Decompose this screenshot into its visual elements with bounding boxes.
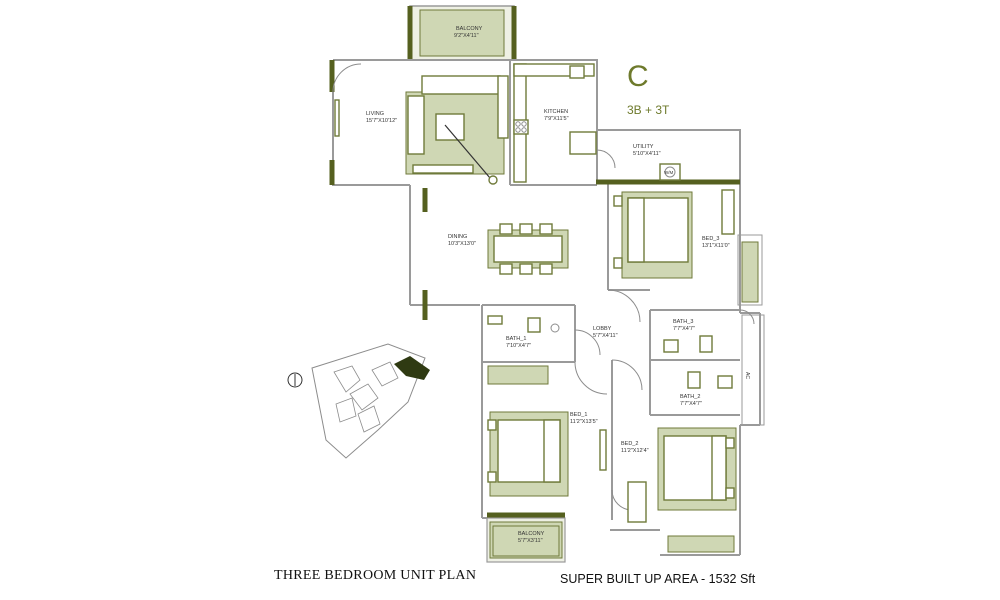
ac-label: AC <box>744 372 750 379</box>
living-name: LIVING <box>366 111 384 117</box>
bath1-dim: 7'10"X4'7" <box>506 343 531 349</box>
balcony-bottom-dim: 5'7"X3'11" <box>518 538 543 544</box>
utility-dim: 5'10"X4'11" <box>633 151 661 157</box>
bed2-name: BED_2 <box>621 441 638 447</box>
utility-name: UTILITY <box>633 144 654 150</box>
dining-dim: 10'3"X13'0" <box>448 241 476 247</box>
bed3-furniture <box>613 189 759 303</box>
site-key-plan-icon <box>311 343 430 459</box>
balcony-top-name: BALCONY <box>456 26 483 32</box>
area-label: SUPER BUILT UP AREA - 1532 Sft <box>560 572 756 586</box>
balcony-top-dim: 9'2"X4'11" <box>454 33 479 39</box>
balcony-bottom-name: BALCONY <box>518 531 545 537</box>
kitchen-name: KITCHEN <box>544 109 568 115</box>
bath-fixtures <box>487 315 733 389</box>
unit-code: C <box>627 60 649 93</box>
bed3-name: BED_3 <box>702 236 719 242</box>
unit-type-label: 3B + 3T <box>627 103 670 117</box>
interior-walls <box>482 60 740 520</box>
kitchen-furniture <box>513 63 681 183</box>
dining-furniture <box>487 223 569 275</box>
balcony-plants <box>419 9 560 557</box>
bed1-furniture <box>487 411 569 559</box>
kitchen-dim: 7'9"X11'5" <box>544 116 569 122</box>
living-furniture <box>334 75 509 185</box>
lobby-name: LOBBY <box>593 326 612 332</box>
bath1-name: BATH_1 <box>506 336 526 342</box>
washing-machine-label: W/M <box>664 170 673 175</box>
bath2-dim: 7'7"X4'7" <box>680 401 702 407</box>
lobby-dim: 5'7"X4'11" <box>593 333 618 339</box>
dining-name: DINING <box>448 234 467 240</box>
bed2-furniture <box>599 427 737 553</box>
bath3-name: BATH_3 <box>673 319 693 325</box>
bed1-dim: 11'2"X13'5" <box>570 419 598 425</box>
bath2-name: BATH_2 <box>680 394 700 400</box>
plan-title: THREE BEDROOM UNIT PLAN <box>274 568 477 583</box>
bath3-dim: 7'7"X4'7" <box>673 326 695 332</box>
north-arrow-icon <box>287 372 303 388</box>
bed1-name: BED_1 <box>570 412 587 418</box>
bed3-dim: 13'1"X11'0" <box>702 243 730 249</box>
room-labels: BALCONY 9'2"X4'11" LIVING 15'7"X10'12" K… <box>366 26 750 544</box>
doors <box>332 63 755 511</box>
living-dim: 15'7"X10'12" <box>366 118 397 124</box>
bed2-dim: 11'2"X12'4" <box>621 448 649 454</box>
